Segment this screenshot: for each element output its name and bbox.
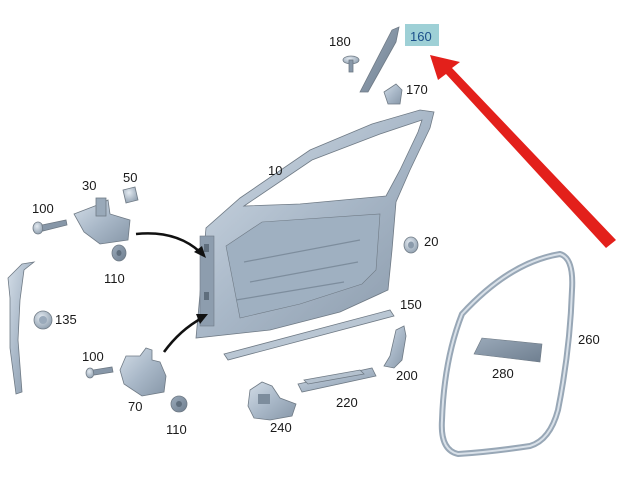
part-110-bottom-nut xyxy=(170,395,188,413)
red-highlight-arrow xyxy=(430,55,616,248)
pointer-arrow-lower-hinge xyxy=(162,316,203,353)
label-160: 160 xyxy=(410,29,432,44)
label-200: 200 xyxy=(396,368,418,383)
label-240: 240 xyxy=(270,420,292,435)
label-10: 10 xyxy=(268,163,282,178)
label-30: 30 xyxy=(82,178,96,193)
label-110-bottom: 110 xyxy=(166,422,187,437)
part-200-bracket xyxy=(383,325,407,369)
pointer-arrow-lower-head xyxy=(196,314,208,324)
part-260-door-seal xyxy=(438,251,576,457)
label-220: 220 xyxy=(336,395,358,410)
part-70-lower-hinge xyxy=(119,347,167,397)
label-170: 170 xyxy=(406,82,428,97)
part-280-sound-pad xyxy=(473,337,543,363)
label-70: 70 xyxy=(128,399,142,414)
label-110-top: 110 xyxy=(104,271,125,286)
label-160-highlight xyxy=(405,24,439,46)
label-135: 135 xyxy=(55,312,77,327)
part-240-lock xyxy=(247,381,297,421)
label-180: 180 xyxy=(329,34,351,49)
left-trim-strip xyxy=(7,261,36,395)
part-160-trim-strip xyxy=(359,26,400,93)
part-110-top-nut xyxy=(111,244,127,262)
label-260: 260 xyxy=(578,332,600,347)
part-135-grommet xyxy=(33,310,53,330)
label-50: 50 xyxy=(123,170,137,185)
pointer-arrow-upper-hinge xyxy=(135,232,201,253)
part-30-upper-hinge xyxy=(73,197,131,245)
part-50-plug xyxy=(122,186,139,204)
pointer-arrow-upper-head xyxy=(194,246,206,258)
label-100-top: 100 xyxy=(32,201,54,216)
label-100-bottom: 100 xyxy=(82,349,104,364)
label-280: 280 xyxy=(492,366,514,381)
part-100-bottom-bolt xyxy=(85,366,114,379)
part-20-grommet xyxy=(403,236,419,254)
part-100-top-bolt xyxy=(32,219,68,235)
part-220-regulator-rail xyxy=(297,367,377,393)
label-150: 150 xyxy=(400,297,422,312)
part-180-screw xyxy=(342,55,360,73)
part-10-door-shell xyxy=(195,109,435,339)
label-20: 20 xyxy=(424,234,438,249)
part-170-clip xyxy=(383,83,403,105)
part-150-belt-strip xyxy=(223,309,395,361)
